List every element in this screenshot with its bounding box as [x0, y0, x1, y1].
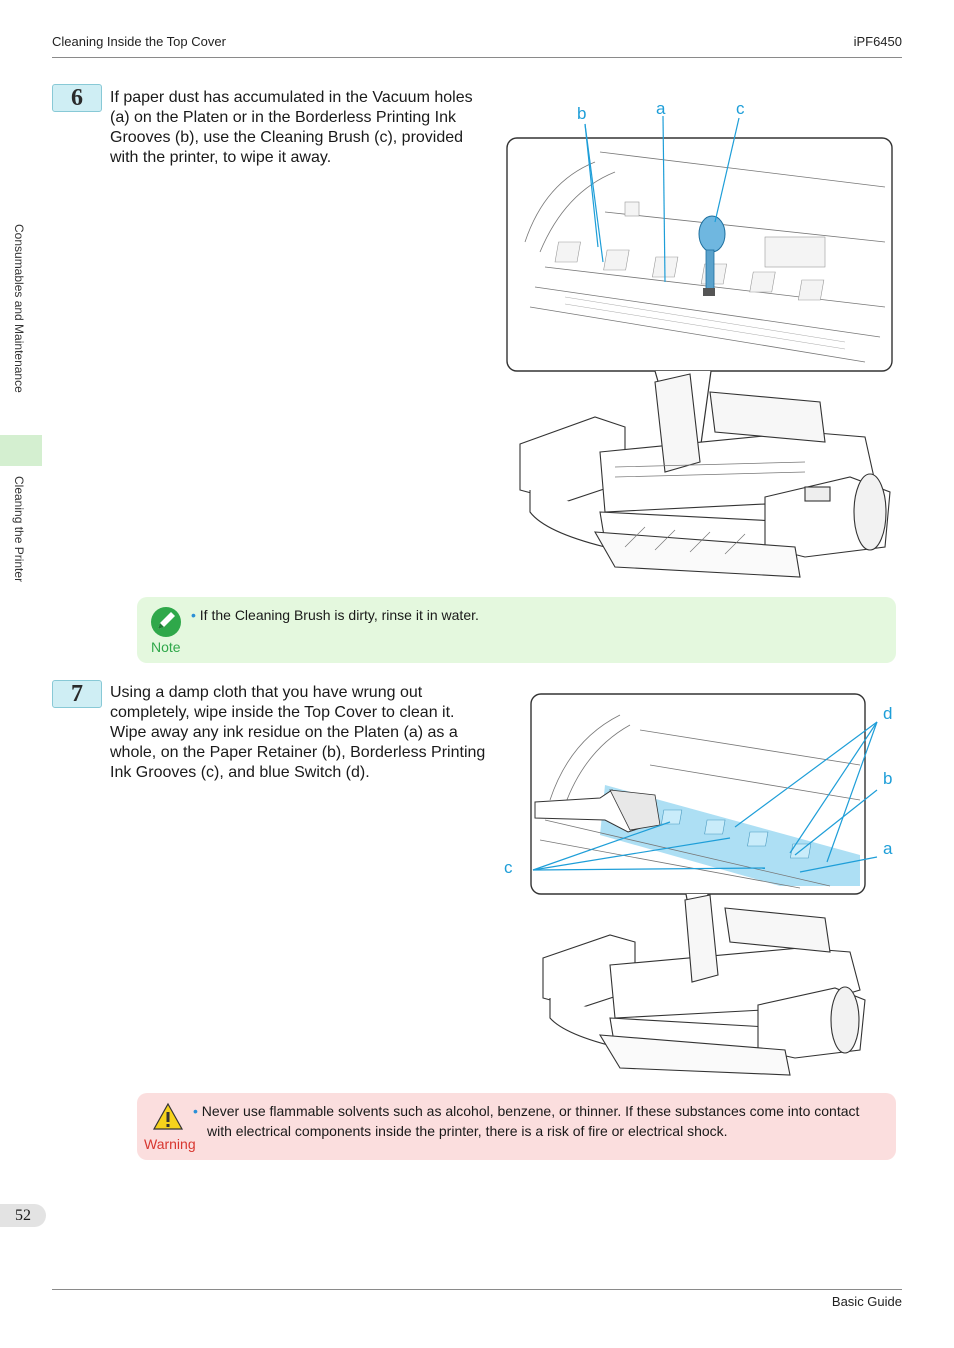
page-number: 52 — [0, 1204, 46, 1227]
running-header-title: Cleaning Inside the Top Cover — [52, 34, 226, 49]
callout-label-c: c — [736, 99, 745, 118]
bullet-icon: • — [193, 1103, 198, 1119]
sidebar-chapter[interactable]: Consumables and Maintenance — [12, 224, 26, 393]
printer-overview — [519, 373, 891, 578]
callout-label-a: a — [883, 839, 893, 858]
note-box: Note • If the Cleaning Brush is dirty, r… — [137, 597, 896, 663]
header-rule — [52, 57, 902, 58]
warning-label: Warning — [144, 1136, 196, 1152]
hand-cloth-icon — [534, 789, 661, 833]
step-7-text: Using a damp cloth that you have wrung o… — [110, 684, 486, 781]
footer-rule — [52, 1289, 902, 1290]
callout-label-c: c — [504, 858, 513, 877]
note-pencil-icon — [151, 607, 181, 637]
callout-label-b: b — [577, 104, 586, 123]
step-6-illustration: b a c — [506, 99, 893, 578]
warning-item: • Never use flammable solvents such as a… — [193, 1101, 887, 1141]
sidebar-tab-marker — [0, 435, 42, 466]
step-7-illustration: d b a c — [504, 693, 893, 1076]
footer-guide-name: Basic Guide — [831, 1294, 902, 1309]
step-6-text: If paper dust has accumulated in the Vac… — [110, 89, 473, 166]
cleaning-brush-icon — [698, 215, 726, 296]
callout-label-a: a — [656, 99, 666, 118]
bullet-icon: • — [191, 607, 196, 623]
warning-text: Never use flammable solvents such as alc… — [201, 1103, 860, 1139]
note-item: • If the Cleaning Brush is dirty, rinse … — [191, 605, 479, 625]
sidebar-section[interactable]: Cleaning the Printer — [12, 476, 26, 583]
callout-label-b: b — [883, 769, 892, 788]
warning-triangle-icon — [152, 1102, 184, 1130]
callout-label-d: d — [883, 704, 892, 723]
note-label: Note — [151, 639, 181, 655]
note-text: If the Cleaning Brush is dirty, rinse it… — [199, 607, 479, 623]
printer-overview — [542, 894, 866, 1076]
running-header-model: iPF6450 — [853, 34, 902, 49]
step-6-badge: 6 — [52, 84, 102, 112]
step-7-badge: 7 — [52, 680, 102, 708]
warning-box: Warning • Never use flammable solvents s… — [137, 1093, 896, 1160]
